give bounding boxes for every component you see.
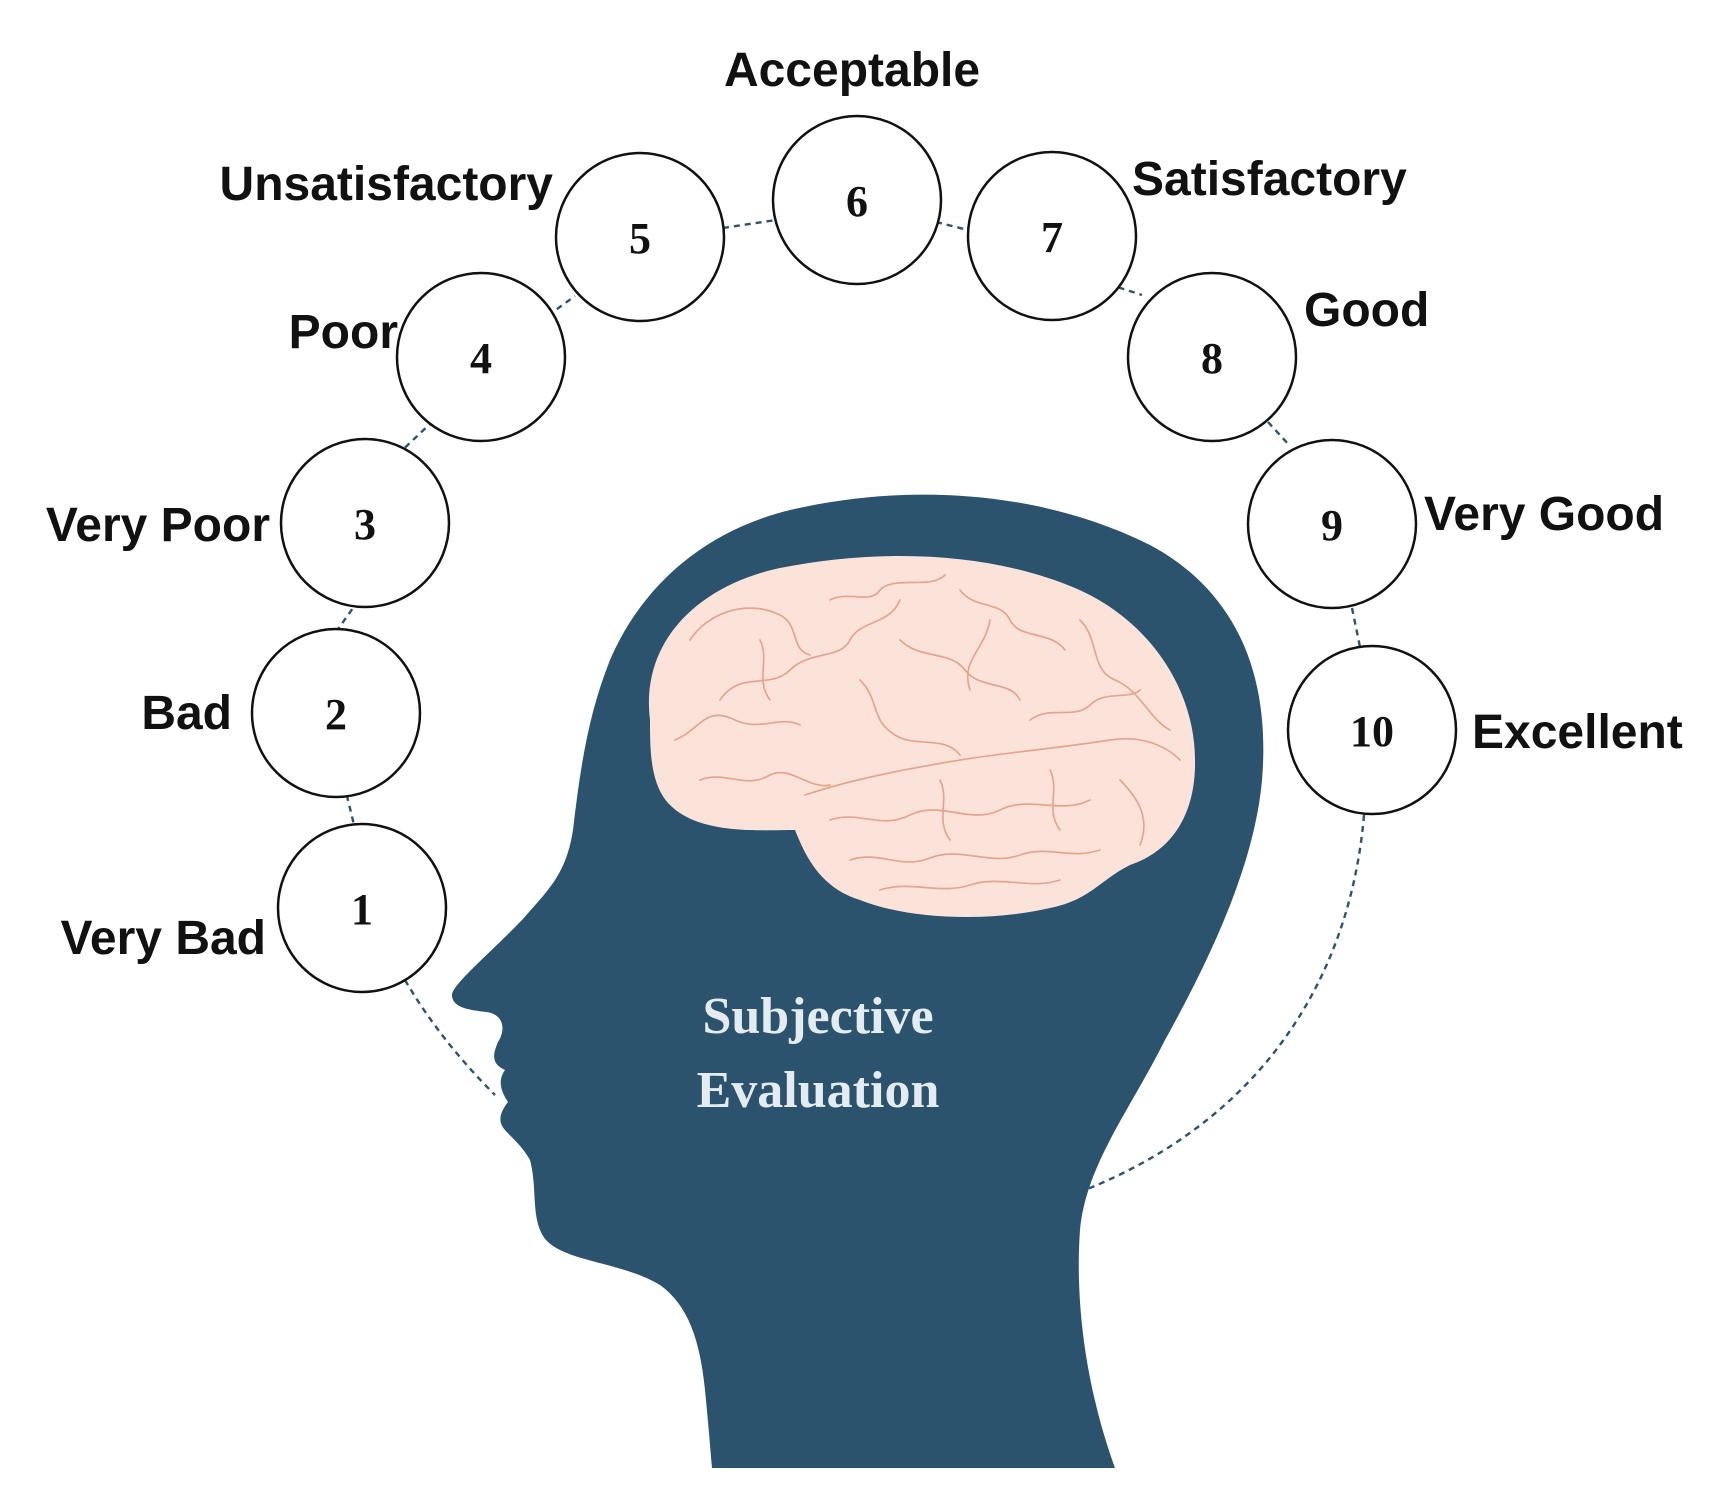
rating-number-4: 4 xyxy=(470,334,492,383)
rating-number-6: 6 xyxy=(846,177,868,226)
rating-item-2: 2 Bad xyxy=(141,627,422,799)
rating-label-6: Acceptable xyxy=(724,44,980,97)
rating-number-8: 8 xyxy=(1201,334,1223,383)
rating-number-7: 7 xyxy=(1041,213,1063,262)
connector-4-5 xyxy=(538,295,576,323)
rating-label-3: Very Poor xyxy=(46,499,270,552)
rating-item-3: 3 Very Poor xyxy=(46,437,451,609)
rating-circle-1 xyxy=(276,822,448,994)
connector-8-9 xyxy=(1267,421,1291,447)
brain-illustration xyxy=(648,556,1196,918)
rating-connectors xyxy=(335,218,1366,1192)
rating-circle-5 xyxy=(554,151,726,323)
caption-line-1: Subjective xyxy=(702,988,933,1045)
connector-5-6 xyxy=(722,218,777,230)
rating-label-2: Bad xyxy=(141,687,232,740)
rating-item-10: 10 Excellent xyxy=(1286,644,1683,816)
rating-item-8: 8 Good xyxy=(1126,271,1429,443)
rating-label-4: Poor xyxy=(289,306,398,359)
rating-number-1: 1 xyxy=(351,885,373,934)
rating-circle-3 xyxy=(279,437,451,609)
rating-label-5: Unsatisfactory xyxy=(220,158,554,211)
rating-item-7: 7 Satisfactory xyxy=(966,150,1407,322)
rating-number-3: 3 xyxy=(354,500,376,549)
rating-number-2: 2 xyxy=(325,690,347,739)
rating-number-10: 10 xyxy=(1350,707,1394,756)
connector-mouth-1 xyxy=(403,979,496,1096)
rating-number-5: 5 xyxy=(629,214,651,263)
rating-label-9: Very Good xyxy=(1424,488,1664,541)
connector-6-7 xyxy=(935,220,969,232)
rating-label-1: Very Bad xyxy=(61,912,266,965)
rating-item-4: 4 Poor xyxy=(289,271,567,443)
rating-circle-2 xyxy=(250,627,422,799)
rating-item-5: 5 Unsatisfactory xyxy=(220,151,726,323)
rating-item-6: 6 Acceptable xyxy=(724,44,980,286)
connector-10-neck xyxy=(1084,814,1366,1192)
rating-label-8: Good xyxy=(1304,284,1429,337)
rating-circle-9 xyxy=(1246,438,1418,610)
rating-circle-4 xyxy=(395,271,567,443)
rating-circle-8 xyxy=(1126,271,1298,443)
rating-label-7: Satisfactory xyxy=(1132,153,1407,206)
connector-3-4 xyxy=(396,423,431,456)
rating-number-9: 9 xyxy=(1321,501,1343,550)
rating-circle-6 xyxy=(771,114,943,286)
rating-label-10: Excellent xyxy=(1472,706,1683,759)
rating-circle-10 xyxy=(1286,644,1458,816)
caption-line-2: Evaluation xyxy=(697,1062,940,1119)
rating-item-9: 9 Very Good xyxy=(1246,438,1664,610)
rating-item-1: 1 Very Bad xyxy=(61,822,448,994)
rating-circle-7 xyxy=(966,150,1138,322)
connector-9-10 xyxy=(1350,607,1362,648)
rating-scale: 1 Very Bad 2 Bad 3 Very Poor 4 Poor 5 Un… xyxy=(46,44,1683,994)
